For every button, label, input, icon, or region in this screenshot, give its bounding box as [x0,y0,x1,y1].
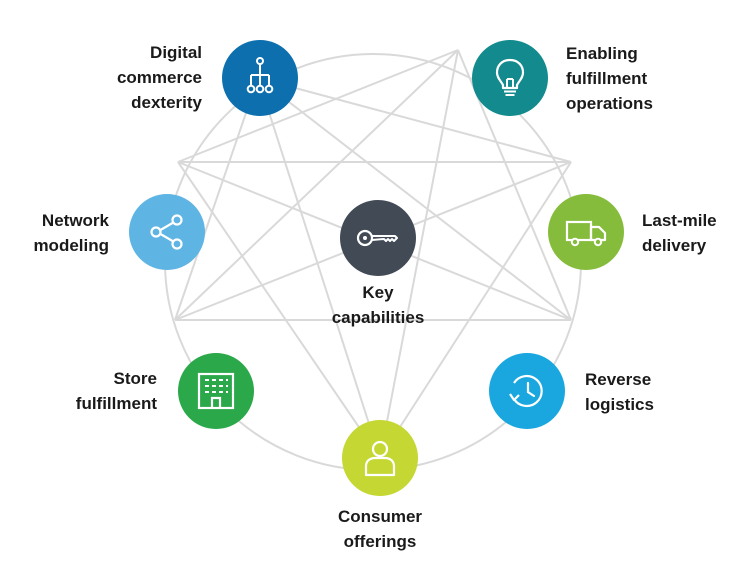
label-reverse-logistics: Reverse logistics [585,367,685,417]
center-label: Key capabilities [303,280,453,330]
node-enabling-fulfillment [472,40,548,116]
label-line: commerce [116,68,202,87]
center-label-line-1: Key [362,283,394,302]
connector-line [379,49,459,459]
label-line: Last-mile [642,211,717,230]
label-line: Network [41,211,109,230]
lightbulb-icon [495,58,525,96]
building-icon [197,372,235,410]
hierarchy-icon [246,57,274,94]
label-network-modeling: Network modeling [10,208,109,258]
label-digital-commerce: Digital commerce dexterity [80,40,202,115]
label-line: fulfillment [75,394,157,413]
connector-line [177,49,459,163]
connector-line [257,77,572,321]
connector-line [379,161,572,459]
clock-icon [509,374,543,408]
connector-line [174,49,459,321]
label-line: Consumer [337,507,423,526]
label-line: fulfillment [566,69,648,88]
star-lines [174,49,572,459]
connector-line [257,77,381,459]
node-network-modeling [129,194,205,270]
label-consumer-offerings: Consumer offerings [305,504,455,554]
node-store-fulfillment [178,353,254,429]
label-line: Digital [150,43,202,62]
center-node [340,200,416,276]
label-line: logistics [585,395,654,414]
node-digital-commerce [222,40,298,116]
node-reverse-logistics [489,353,565,429]
connector-line [174,77,259,321]
label-line: delivery [642,236,707,255]
center-label-line-2: capabilities [331,308,425,327]
node-last-mile [548,194,624,270]
label-enabling-fulfillment: Enabling fulfillment operations [566,41,706,116]
key-icon [356,229,398,247]
label-line: dexterity [131,93,202,112]
truck-icon [565,220,607,247]
label-line: Store [113,369,157,388]
label-line: Enabling [566,44,638,63]
label-line: offerings [343,532,417,551]
connector-line [257,77,572,163]
label-line: Reverse [585,370,652,389]
label-line: operations [566,94,653,113]
label-line: modeling [33,236,109,255]
label-last-mile: Last-mile delivery [642,208,742,258]
person-icon [364,440,396,477]
share-icon [150,214,183,250]
node-consumer-offerings [342,420,418,496]
label-store-fulfillment: Store fulfillment [40,366,157,416]
